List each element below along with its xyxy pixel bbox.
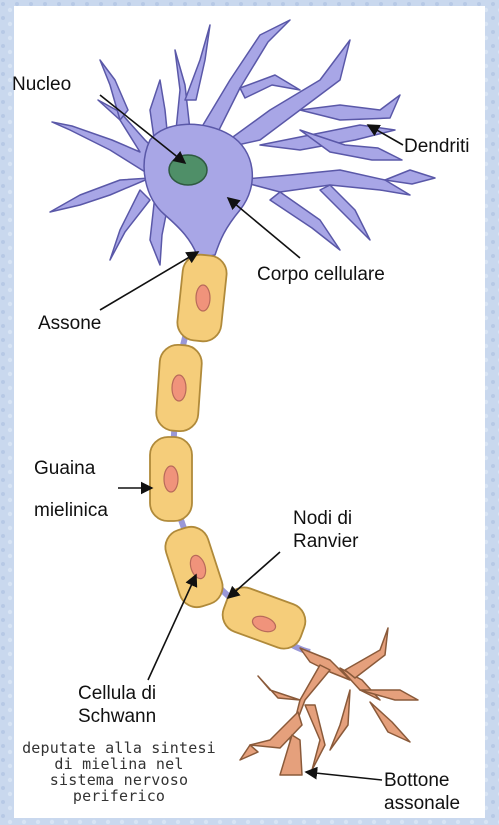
label-bottone: Bottone xyxy=(384,770,450,791)
note-line-1: deputate alla sintesi xyxy=(0,740,238,756)
label-assonale: assonale xyxy=(384,793,460,814)
label-cellula-di: Cellula di xyxy=(78,683,156,704)
label-mielinica: mielinica xyxy=(34,500,108,521)
label-nodi-di: Nodi di xyxy=(293,508,352,529)
label-guaina: Guaina xyxy=(34,458,95,479)
note-line-4: periferico xyxy=(0,788,238,804)
label-schwann: Schwann xyxy=(78,706,156,727)
label-dendriti: Dendriti xyxy=(404,136,469,157)
myelin-sheath xyxy=(150,253,310,654)
note-line-2: di mielina nel xyxy=(0,756,238,772)
note-line-3: sistema nervoso xyxy=(0,772,238,788)
neuron-soma xyxy=(50,20,435,265)
nucleus xyxy=(169,155,207,185)
label-assone: Assone xyxy=(38,313,101,334)
leader-bottone xyxy=(306,772,382,780)
schwann-note: deputate alla sintesi di mielina nel sis… xyxy=(0,740,238,804)
label-corpo-cellulare: Corpo cellulare xyxy=(257,264,385,285)
label-ranvier: Ranvier xyxy=(293,531,358,552)
leader-cellula xyxy=(148,575,196,680)
axon-terminal xyxy=(240,628,418,775)
label-nucleo: Nucleo xyxy=(12,74,71,95)
